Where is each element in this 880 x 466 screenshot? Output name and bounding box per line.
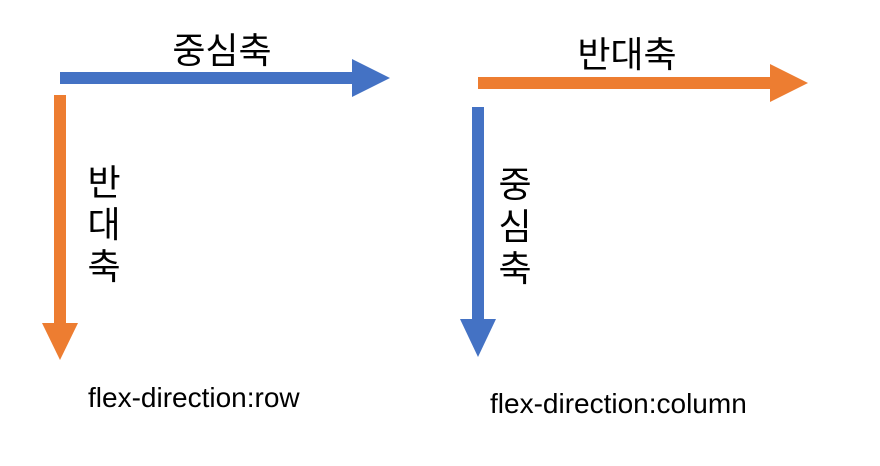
row-caption: flex-direction:row <box>88 382 300 413</box>
column-main-axis-arrow <box>460 107 496 357</box>
row-main-axis-label: 중심축 <box>172 31 271 72</box>
row-cross-axis-arrow <box>42 95 78 360</box>
column-cross-axis-arrow <box>478 64 808 102</box>
row-main-axis-arrow <box>60 59 390 97</box>
column-cross-axis-label: 반대축 <box>577 35 676 76</box>
column-caption: flex-direction:column <box>490 388 747 419</box>
